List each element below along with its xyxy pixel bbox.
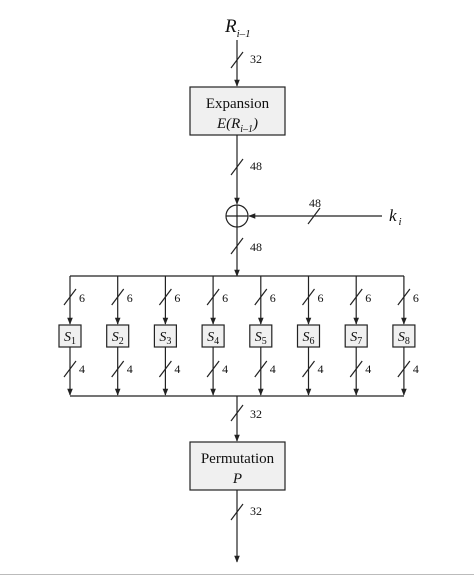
sbox-1-input-width: 6 <box>79 291 85 305</box>
sbox-7-output-width: 4 <box>365 362 371 376</box>
sbox-6-output-tick <box>302 360 315 378</box>
sbox-5-label: S5 <box>255 330 267 347</box>
sbox-4-output-width: 4 <box>222 362 228 376</box>
sbox-6-input-tick <box>302 288 315 306</box>
sbox-7-output-tick <box>349 360 363 378</box>
sbox-group: 6S1 4 6S2 4 6S3 4 6S4 4 6S5 4 6S6 4 6S7 4 6S8 4 <box>58 276 419 396</box>
sbox-8-input-tick <box>397 288 411 306</box>
sbox-2-output-width: 4 <box>127 362 133 376</box>
sbox-6-input-width: 6 <box>318 291 324 305</box>
sbox-7-label: S7 <box>350 330 362 347</box>
sbox-1-output-tick <box>63 360 77 378</box>
expansion-formula: E(Ri–1) <box>216 116 258 135</box>
xor-width-label: 48 <box>250 240 262 254</box>
sbox-4-output-tick <box>206 360 220 378</box>
permutation-title: Permutation <box>201 451 275 467</box>
sbox-5-input-width: 6 <box>270 291 276 305</box>
xor-width-tick <box>230 237 244 255</box>
sbox-3-input-tick <box>158 288 172 306</box>
sbox-6-output-width: 4 <box>318 362 324 376</box>
input-width-tick <box>230 51 244 69</box>
sbox-3-input-width: 6 <box>174 291 180 305</box>
sbox-7-input-tick <box>349 288 363 306</box>
sbox-5-input-tick <box>254 288 268 306</box>
sbox-4-label: S4 <box>207 330 219 347</box>
sbox-8-output-width: 4 <box>413 362 419 376</box>
sbox-1-output-width: 4 <box>79 362 85 376</box>
permutation-symbol: P <box>232 471 242 487</box>
output-width-label: 32 <box>250 504 262 518</box>
expansion-title: Expansion <box>206 96 270 112</box>
sbox-2-input-width: 6 <box>127 291 133 305</box>
bottom-rule <box>0 574 474 575</box>
output-width-tick <box>230 503 244 521</box>
sbox-5-output-width: 4 <box>270 362 276 376</box>
expansion-width-label: 48 <box>250 159 262 173</box>
sbox-5-output-tick <box>254 360 268 378</box>
sbox-6-label: S6 <box>303 330 315 347</box>
sbox-8-input-width: 6 <box>413 291 419 305</box>
sbox-combined-width-label: 32 <box>250 407 262 421</box>
sbox-7-input-width: 6 <box>365 291 371 305</box>
sbox-2-label: S2 <box>112 330 124 347</box>
sbox-3-output-width: 4 <box>174 362 180 376</box>
sbox-4-input-width: 6 <box>222 291 228 305</box>
sbox-1-input-tick <box>63 288 77 306</box>
sbox-1-label: S1 <box>64 330 76 347</box>
expansion-width-tick <box>230 158 244 176</box>
sbox-4-input-tick <box>206 288 220 306</box>
sbox-3-label: S3 <box>159 330 171 347</box>
sbox-8-label: S8 <box>398 330 410 347</box>
sbox-2-input-tick <box>111 288 125 306</box>
sbox-combined-width-tick <box>230 404 244 422</box>
sbox-8-output-tick <box>397 360 411 378</box>
expansion-box <box>189 86 286 136</box>
sbox-3-output-tick <box>158 360 172 378</box>
input-width-label: 32 <box>250 52 262 66</box>
input-label: Ri–1 <box>224 16 251 40</box>
key-width-tick <box>307 207 321 225</box>
sbox-2-output-tick <box>111 360 125 378</box>
key-width-label: 48 <box>309 196 321 210</box>
